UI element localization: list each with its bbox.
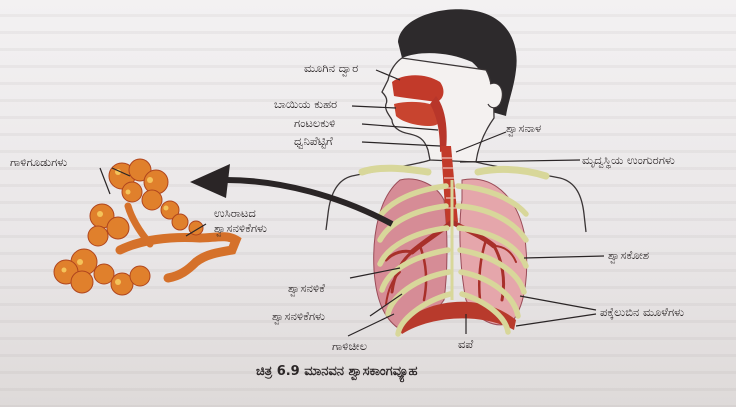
right-clavicle xyxy=(478,169,546,176)
label-diaphragm: ವಪೆ xyxy=(458,338,473,351)
label-pleura: ಗಾಳಿಚೀಲ xyxy=(332,340,367,353)
label-cartilage-rings: ಮೃದ್ವಸ್ಥಿಯ ಉಂಗುರಗಳು xyxy=(582,154,675,167)
label-alveolar-bronchioles-line2: ಶ್ವಾಸನಳಿಕೆಗಳು xyxy=(214,222,267,235)
label-larynx: ಧ್ವನಿಪೆಟ್ಟಿಗೆ xyxy=(294,135,333,148)
label-oral-cavity: ಬಾಯಿಯ ಕುಹರ xyxy=(274,98,337,111)
label-lung: ಶ್ವಾಸಕೋಶ xyxy=(608,249,649,262)
label-nasal-opening: ಮೂಗಿನ ದ್ವಾರ xyxy=(304,62,358,75)
label-pharynx: ಗಂಟಲಕುಳಿ xyxy=(294,117,335,130)
left-clavicle xyxy=(362,168,428,172)
arrow-head xyxy=(190,164,230,198)
caption-text: ಮಾನವನ ಶ್ವಾಸಕಾಂಗವ್ಯೂಹ xyxy=(304,364,417,379)
label-bronchus: ಶ್ವಾಸನಳಿಕೆ xyxy=(288,282,325,295)
figure-caption: ಚಿತ್ರ 6.9 ಮಾನವನ ಶ್ವಾಸಕಾಂಗವ್ಯೂಹ xyxy=(256,364,418,379)
label-ribs: ಪಕ್ಕೆಲುಬಿನ ಮೂಳೆಗಳು xyxy=(600,306,684,319)
label-alveoli: ಗಾಳಿಗೂಡುಗಳು xyxy=(10,156,67,169)
label-trachea: ಶ್ವಾಸನಾಳ xyxy=(506,122,541,135)
label-alveolar-bronchioles-line1: ಉಸಿರಾಟದ xyxy=(214,207,256,220)
label-bronchioles: ಶ್ವಾಸನಳಿಕೆಗಳು xyxy=(272,310,325,323)
caption-number: ಚಿತ್ರ 6.9 xyxy=(256,364,300,379)
ear xyxy=(488,83,502,108)
